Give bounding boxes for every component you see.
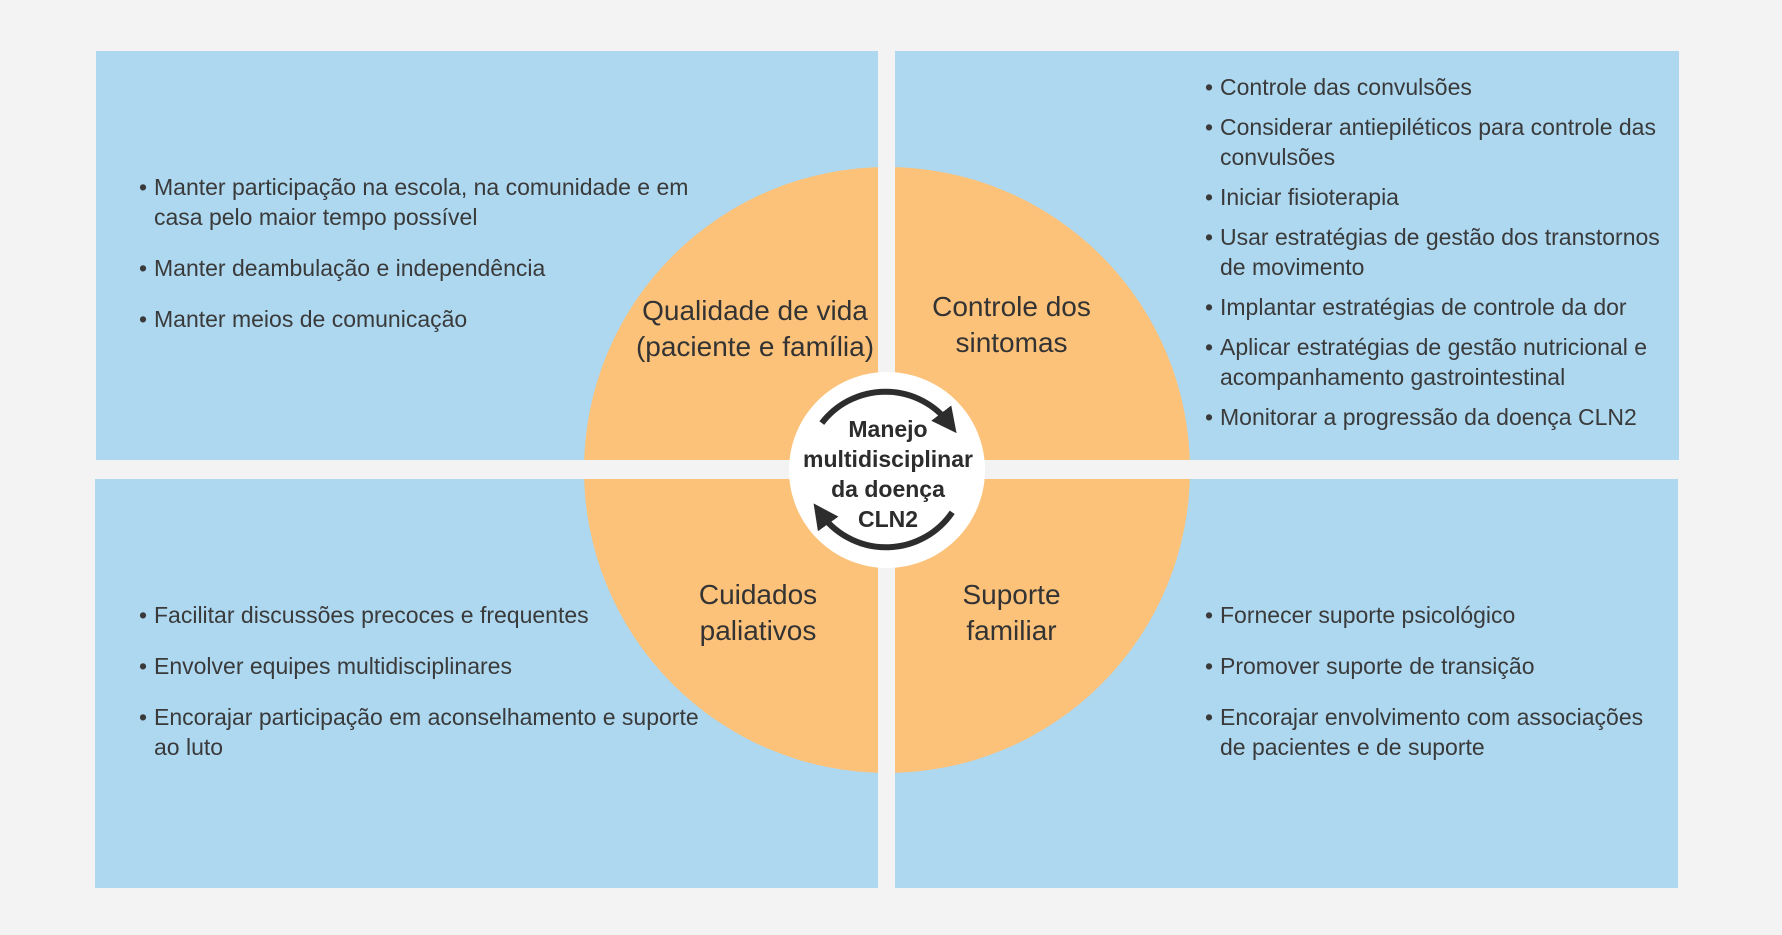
sector-label-palliative-care: Cuidados paliativos — [640, 577, 876, 649]
list-item: Monitorar a progressão da doença CLN2 — [1205, 402, 1675, 432]
list-item: Manter meios de comunicação — [139, 304, 699, 334]
cycle-arrow-bottom-icon — [813, 503, 955, 551]
cycle-arrow-top-icon — [819, 388, 957, 434]
list-item: Aplicar estratégias de gestão nutriciona… — [1205, 332, 1675, 392]
sector-label-symptom-control: Controle dos sintomas — [895, 289, 1128, 361]
list-item: Considerar antiepiléticos para controle … — [1205, 112, 1675, 172]
list-item: Implantar estratégias de controle da dor — [1205, 292, 1675, 322]
sector-label-line: Controle dos — [932, 291, 1091, 322]
sector-label-line: sintomas — [955, 327, 1068, 358]
list-item: Manter participação na escola, na comuni… — [139, 172, 699, 232]
list-item: Envolver equipes multidisciplinares — [139, 651, 699, 681]
list-item: Fornecer suporte psicológico — [1205, 600, 1675, 630]
list-quality-of-life: Manter participação na escola, na comuni… — [139, 172, 699, 355]
list-palliative-care: Facilitar discussões precoces e frequent… — [139, 600, 699, 783]
list-item: Usar estratégias de gestão dos transtorn… — [1205, 222, 1675, 282]
center-title-line: da doença — [831, 476, 945, 502]
list-symptom-control: Controle das convulsõesConsiderar antiep… — [1205, 72, 1675, 442]
sector-label-line: paliativos — [699, 615, 817, 646]
list-item: Manter deambulação e independência — [139, 253, 699, 283]
sector-label-line: (paciente e família) — [635, 331, 875, 362]
sector-label-line: Cuidados — [698, 579, 818, 610]
list-item: Encorajar participação em aconselhamento… — [139, 702, 699, 762]
list-item: Iniciar fisioterapia — [1205, 182, 1675, 212]
list-item: Encorajar envolvimento com associações d… — [1205, 702, 1675, 762]
list-family-support: Fornecer suporte psicológicoPromover sup… — [1205, 600, 1675, 783]
sector-label-line: familiar — [966, 615, 1057, 646]
center-title-line: Manejo — [848, 416, 928, 442]
list-item: Controle das convulsões — [1205, 72, 1675, 102]
center-title-line: CLN2 — [857, 506, 919, 532]
sector-label-line: Suporte — [962, 579, 1061, 610]
center-title-line: multidisciplinar — [803, 446, 973, 472]
list-item: Facilitar discussões precoces e frequent… — [139, 600, 699, 630]
center-title: Manejo multidisciplinar da doença CLN2 — [760, 414, 1016, 534]
sector-label-quality-of-life: Qualidade de vida (paciente e família) — [620, 293, 890, 365]
sector-label-family-support: Suporte familiar — [895, 577, 1128, 649]
sector-label-line: Qualidade de vida — [642, 295, 868, 326]
list-item: Promover suporte de transição — [1205, 651, 1675, 681]
